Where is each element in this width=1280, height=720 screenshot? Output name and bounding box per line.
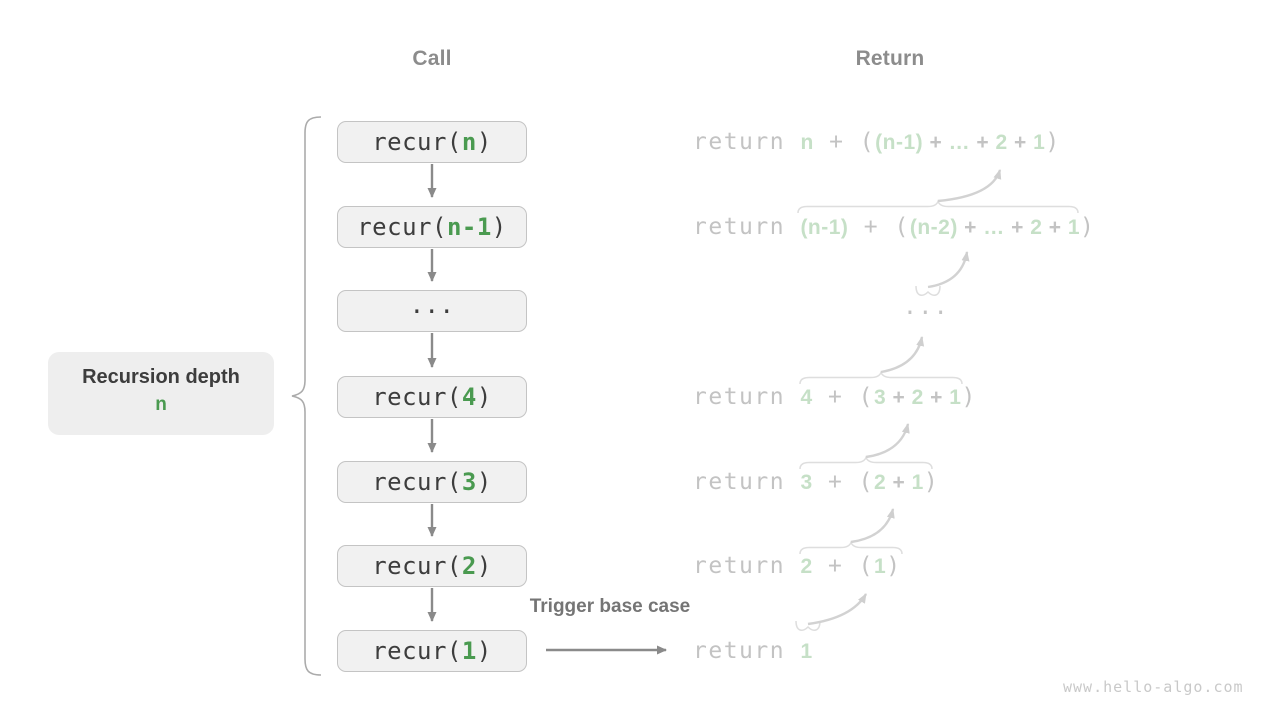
code-segment: 1 xyxy=(1033,131,1046,154)
code-segment: recur( xyxy=(372,637,462,665)
return-column-header: Return xyxy=(855,47,925,70)
code-segment: ) xyxy=(961,384,977,410)
call-box-recur-1: recur(1) xyxy=(337,630,527,672)
code-segment: 4 xyxy=(461,383,477,411)
code-segment: + xyxy=(957,216,984,239)
code-segment: 1 xyxy=(800,640,813,663)
code-segment: ... xyxy=(409,291,455,319)
return-line-7: return 1 xyxy=(693,636,813,666)
code-segment: ) xyxy=(476,637,492,665)
code-segment: … xyxy=(948,131,971,154)
code-segment: recur( xyxy=(357,213,447,241)
code-segment: 2 xyxy=(800,555,813,578)
call-box-recur-2: recur(2) xyxy=(337,545,527,587)
code-segment: ) xyxy=(1080,214,1096,240)
code-segment: (n-2) xyxy=(909,216,958,239)
code-segment: recur( xyxy=(372,552,462,580)
code-segment: (n-1) xyxy=(800,216,849,239)
code-segment: 3 xyxy=(874,386,887,409)
code-segment: 2 xyxy=(911,386,924,409)
return-line-1: return n + ((n-1) + … + 2 + 1) xyxy=(693,127,1061,157)
code-segment: + ( xyxy=(812,384,875,410)
call-box-recur-3: recur(3) xyxy=(337,461,527,503)
return-line-4: return 4 + (3 + 2 + 1) xyxy=(693,382,977,412)
return-arrow-7-to-6 xyxy=(807,593,868,626)
recursion-depth-title: Recursion depth xyxy=(82,366,240,388)
code-segment: 1 xyxy=(461,637,477,665)
code-segment: ... xyxy=(903,294,950,320)
return-line-2: return (n-1) + ((n-2) + … + 2 + 1) xyxy=(693,212,1095,242)
code-segment: 2 xyxy=(461,552,477,580)
code-segment: 4 xyxy=(800,386,813,409)
code-segment: + xyxy=(923,131,949,154)
code-segment: 1 xyxy=(1067,216,1081,239)
code-segment: ) xyxy=(1045,129,1061,155)
code-segment: 3 xyxy=(461,468,477,496)
code-segment: … xyxy=(983,216,1005,239)
trigger-base-case-label: Trigger base case xyxy=(529,596,691,617)
code-segment: ) xyxy=(476,128,492,156)
code-segment: 3 xyxy=(800,471,813,494)
code-segment: return xyxy=(693,469,801,495)
code-segment: ) xyxy=(923,469,940,495)
code-segment: 1 xyxy=(874,555,887,578)
call-box-recur-4: recur(4) xyxy=(337,376,527,418)
code-segment: + ( xyxy=(813,129,876,155)
recursion-depth-value: n xyxy=(155,394,167,415)
code-segment: return xyxy=(693,553,801,579)
code-segment: ) xyxy=(476,383,492,411)
return-arrow-2-to-1 xyxy=(937,169,1002,203)
code-segment: + xyxy=(886,471,912,494)
code-segment: 1 xyxy=(911,471,924,494)
code-segment: + xyxy=(923,386,950,409)
code-segment: 2 xyxy=(874,471,887,494)
code-segment: 2 xyxy=(1030,216,1043,239)
return-arrow-3-to-2 xyxy=(927,251,970,289)
return-arrow-6-to-5 xyxy=(850,508,895,544)
code-segment: recur( xyxy=(372,468,462,496)
return-arrow-4-to-3 xyxy=(880,336,925,374)
recursion-depth-label-box: Recursion depth n xyxy=(48,352,274,435)
code-segment: return xyxy=(693,384,801,410)
code-segment: + xyxy=(1042,216,1068,239)
return-notch-7 xyxy=(795,620,821,631)
code-segment: return xyxy=(693,638,801,664)
call-column-header: Call xyxy=(412,47,452,70)
return-line-5: return 3 + (2 + 1) xyxy=(693,467,939,497)
call-box-ellipsis: ... xyxy=(337,290,527,332)
code-segment: n xyxy=(800,131,814,154)
recursion-depth-brace xyxy=(291,116,322,676)
code-segment: + xyxy=(886,386,912,409)
code-segment: ) xyxy=(491,213,507,241)
code-segment: 2 xyxy=(995,131,1008,154)
code-segment: return xyxy=(693,129,801,155)
code-segment: recur( xyxy=(372,128,462,156)
code-segment: n-1 xyxy=(446,213,492,241)
code-segment: + ( xyxy=(848,214,910,240)
code-segment: + ( xyxy=(812,553,875,579)
return-arrow-5-to-4 xyxy=(865,423,910,459)
code-segment: 1 xyxy=(949,386,962,409)
code-segment: (n-1) xyxy=(875,131,924,154)
code-segment: n xyxy=(461,128,477,156)
call-box-recur-n: recur(n) xyxy=(337,121,527,163)
return-line-ellipsis: ... xyxy=(903,294,950,326)
code-segment: + xyxy=(1007,131,1034,154)
code-segment: return xyxy=(693,214,801,240)
code-segment: + xyxy=(970,131,996,154)
return-line-6: return 2 + (1) xyxy=(693,551,902,581)
watermark: www.hello-algo.com xyxy=(1063,678,1244,696)
call-box-recur-n-1: recur(n-1) xyxy=(337,206,527,248)
code-segment: ) xyxy=(886,553,902,579)
code-segment: + ( xyxy=(812,469,875,495)
code-segment: ) xyxy=(476,468,492,496)
code-segment: + xyxy=(1004,216,1031,239)
code-segment: ) xyxy=(476,552,492,580)
code-segment: recur( xyxy=(372,383,462,411)
